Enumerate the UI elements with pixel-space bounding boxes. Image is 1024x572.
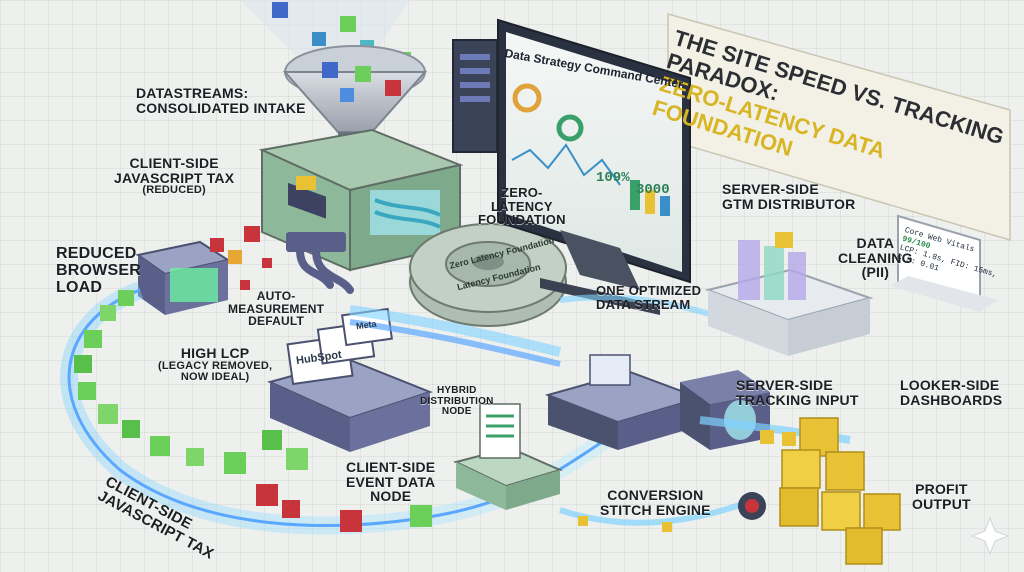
monitor-stat-percent: 109% [596,170,630,186]
label-high-lcp: High LCP (Legacy Removed, Now Ideal) [158,345,273,384]
monitor-stat-count: 3000 [636,182,670,198]
label-event-node: Client-Side Event Data Node [346,459,436,505]
label-data-cleaning: Data Cleaning (PII) [838,235,913,281]
event-data-node [453,403,563,510]
vitals-card [890,214,998,312]
sparkle-icon [970,516,1010,556]
label-conversion-stitch: Conversion Stitch Engine [600,487,711,518]
legacy-tags-platform [267,307,433,452]
label-zero-latency: Zero- Latency Foundation [478,185,566,228]
stitch-stream [559,492,766,532]
tax-cubes [210,226,272,290]
label-datastreams: Datastreams: Consolidated Intake [136,85,306,116]
green-cubes [74,290,432,532]
label-js-tax-reduced: Client-Side JavaScript Tax (Reduced) [114,155,235,197]
label-server-input: Server-Side Tracking Input [736,377,859,408]
gtm-distributor [704,232,874,356]
processing-machine [258,128,464,294]
profit-cubes [779,417,901,565]
label-auto-measurement: Auto- Measurement Default [228,289,325,329]
label-reduced-browser-load: Reduced Browser Load [56,245,141,296]
label-one-optimized-stream: One Optimized Data Stream [596,283,702,312]
cube-blue [312,32,326,46]
server-rack [452,39,498,153]
hybrid-distribution-node [544,354,704,450]
browser-load-module [135,240,231,315]
zero-latency-gear [409,223,567,327]
cube-blue [272,2,288,18]
label-server-gtm: Server-Side GTM Distributor [722,181,856,212]
label-looker: Looker-Side Dashboards [900,377,1003,408]
label-hybrid-node: Hybrid Distribution Node [420,385,494,417]
cube-green [340,16,356,32]
label-profit-output: Profit Output [912,481,971,512]
